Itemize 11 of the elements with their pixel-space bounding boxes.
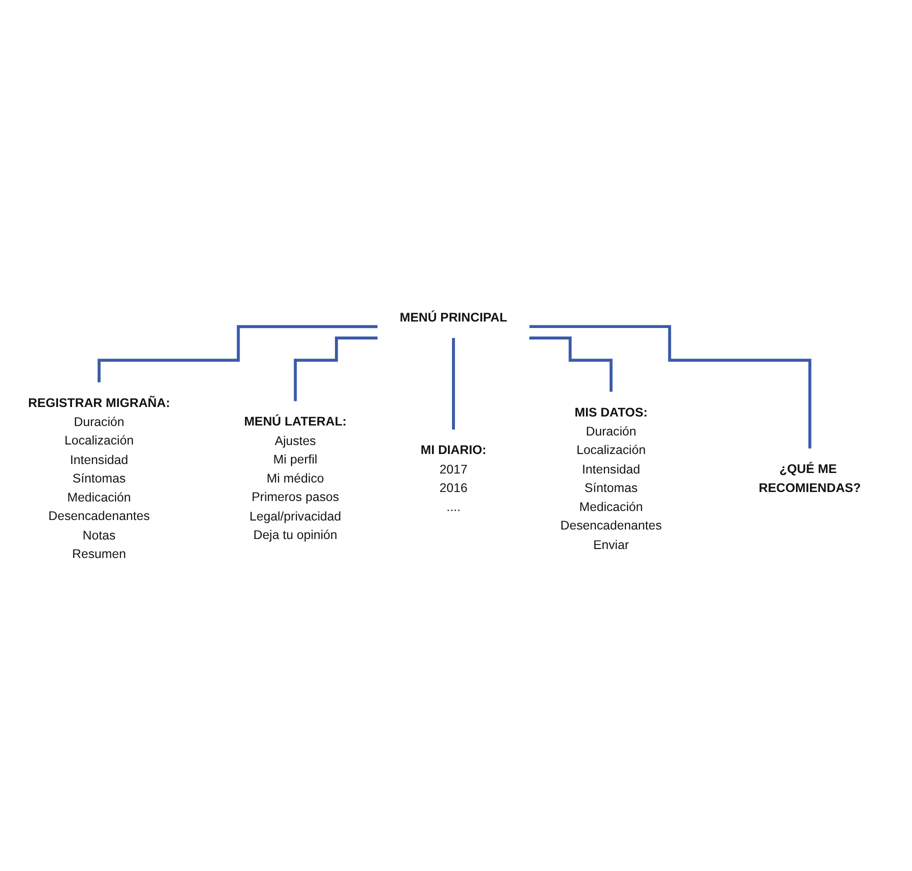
node-text: ¿QUÉ ME RECOMIENDAS? (758, 462, 861, 495)
connector (98, 324, 378, 384)
node-text: MENÚ LATERAL: Ajustes Mi perfil Mi médico Primeros pasos Legal/privacidad Deja tu opinión (244, 414, 347, 542)
connector (294, 336, 378, 403)
connector (452, 336, 455, 431)
connector (529, 336, 613, 394)
node-text: REGISTRAR MIGRAÑA: Duración Localización Intensidad Síntomas Medicación Desencadenantes Notas Resumen (28, 396, 170, 561)
node-text: MENÚ PRINCIPAL (400, 310, 508, 324)
node-text: MIS DATOS: Duración Localización Intensidad Síntomas Medicación Desencadenantes Enviar (560, 404, 662, 552)
node-text: MI DIARIO: 2017 2016 .... (420, 442, 486, 514)
connector (529, 324, 812, 450)
